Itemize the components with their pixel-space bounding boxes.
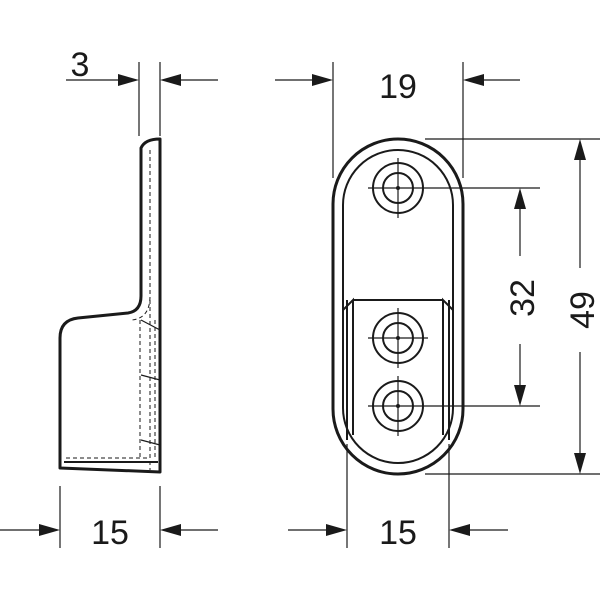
dimension-label-19: 19: [379, 68, 417, 106]
arrow-head: [39, 524, 60, 536]
dimension-front-width: 19: [275, 62, 520, 178]
arrow-head: [574, 453, 586, 474]
dimension-side-width: 15: [0, 486, 218, 552]
dimension-label-3: 3: [71, 46, 90, 84]
hole-center: [396, 404, 400, 408]
arrow-head: [449, 524, 470, 536]
side-view-outline: [58, 137, 162, 474]
front-view-side-flanges: [342, 297, 454, 440]
screw-hole-bottom: [368, 376, 428, 436]
arrow-head: [514, 188, 526, 209]
dimension-label-32: 32: [504, 279, 542, 317]
side-view: 3 15: [0, 46, 218, 552]
arrow-head: [574, 139, 586, 160]
dimension-hole-spacing: 32: [428, 187, 542, 407]
dimension-side-thickness: 3: [66, 46, 218, 136]
hole-center: [396, 336, 400, 340]
dimension-front-inner-width: 15: [288, 444, 508, 552]
dimension-label-49: 49: [564, 291, 600, 329]
hole-center: [396, 186, 400, 190]
arrow-head: [160, 524, 181, 536]
arrow-head: [326, 524, 347, 536]
dimension-label-15-front: 15: [379, 514, 417, 552]
screw-hole-top: [368, 158, 428, 218]
front-view-outer-outline: [331, 137, 465, 476]
front-view-inner-outline: [342, 149, 454, 464]
side-view-hidden-lines: [66, 150, 156, 470]
dimension-label-15-side: 15: [91, 514, 129, 552]
arrow-head: [160, 74, 181, 86]
arrow-head: [463, 74, 484, 86]
arrow-head: [514, 385, 526, 406]
arrow-head: [312, 74, 333, 86]
front-view: 19 15 32: [275, 62, 600, 552]
arrow-head: [118, 74, 139, 86]
side-view-step-lines: [140, 319, 161, 446]
screw-hole-middle: [368, 308, 428, 368]
dimension-total-height: 49: [425, 138, 600, 475]
